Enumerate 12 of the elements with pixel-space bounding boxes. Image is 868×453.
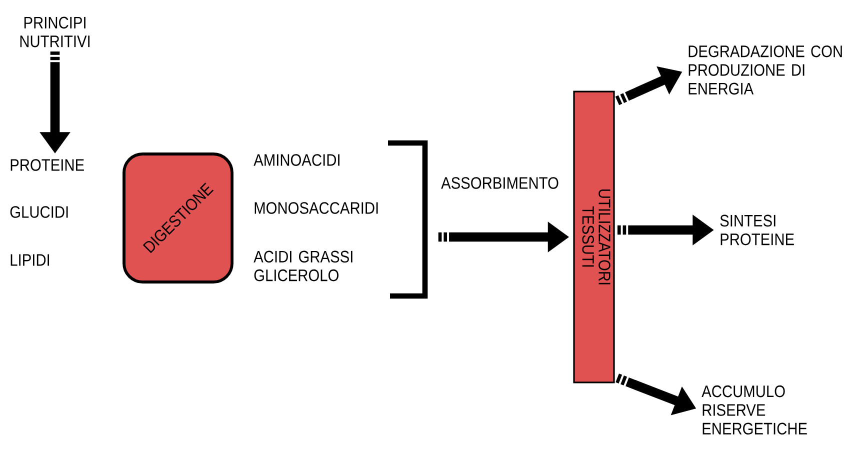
text-label: DEGRADAZIONE CON PRODUZIONE DI ENERGIA — [688, 45, 842, 95]
text-label: LIPIDI — [10, 254, 49, 266]
text-label: PRINCIPI NUTRITIVI — [20, 16, 90, 48]
text-label: MONOSACCARIDI — [254, 202, 378, 214]
text-label: PROTEINE — [10, 159, 84, 171]
text-label: AMINOACIDI — [254, 154, 340, 166]
text-label: SINTESI PROTEINE — [720, 214, 794, 246]
text-label: ACIDI GRASSI GLICEROLO — [254, 250, 352, 282]
text-label: ACCUMULO RISERVE ENERGETICHE — [702, 385, 807, 435]
text-label: GLUCIDI — [10, 206, 68, 218]
edge-label: ASSORBIMENTO — [440, 176, 560, 190]
vertical-bar: UTILIZZATORI TESSUTI — [573, 90, 615, 384]
